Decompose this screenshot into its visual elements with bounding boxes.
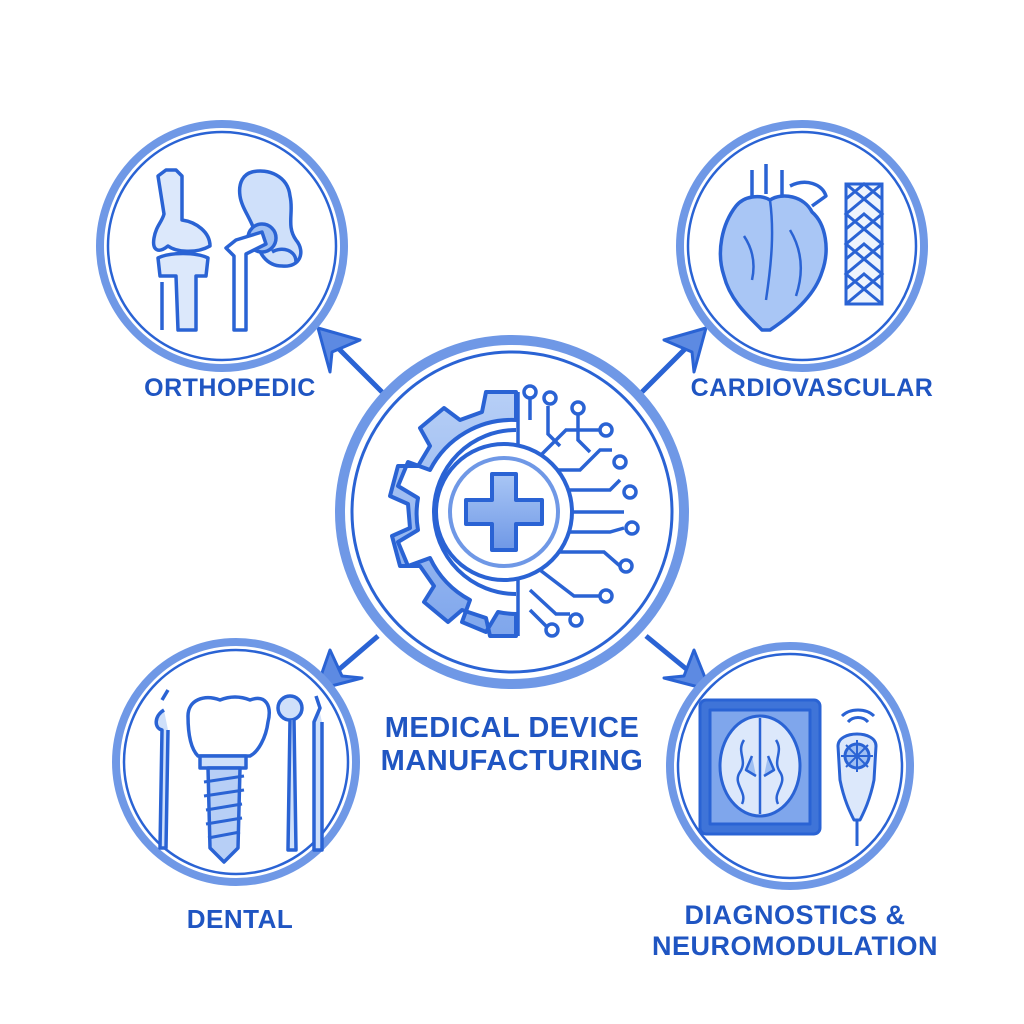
arrow-to-cardiovascular bbox=[640, 326, 708, 394]
hub-node bbox=[335, 335, 689, 689]
medical-cross-icon bbox=[464, 472, 544, 552]
orthopedic-label-text: ORTHOPEDIC bbox=[144, 374, 316, 402]
hub-title-line1: MEDICAL DEVICE bbox=[384, 712, 640, 744]
dental-label: DENTAL bbox=[130, 904, 350, 935]
bone-joint-hip-implant-icon bbox=[151, 168, 303, 332]
neurostimulator-icon bbox=[836, 708, 878, 846]
heart-icon bbox=[718, 164, 828, 332]
diagnostics-label-line1: DIAGNOSTICS & bbox=[684, 900, 906, 930]
cardiovascular-label: CARDIOVASCULAR bbox=[672, 374, 952, 403]
cardiovascular-node bbox=[676, 120, 928, 372]
diagnostics-label: DIAGNOSTICS & NEUROMODULATION bbox=[640, 900, 950, 962]
gear-circuit-medical-cross-icon bbox=[388, 384, 640, 638]
brain-scan-icon bbox=[698, 698, 822, 836]
stent-icon bbox=[843, 182, 885, 306]
orthopedic-node bbox=[96, 120, 348, 372]
hub-title: MEDICAL DEVICE MANUFACTURING bbox=[352, 712, 672, 779]
dental-node bbox=[112, 638, 360, 886]
connector-arrows bbox=[314, 326, 712, 692]
cardiovascular-label-text: CARDIOVASCULAR bbox=[690, 374, 934, 402]
arrow-to-orthopedic bbox=[316, 326, 384, 394]
tooth-implant-tools-icon bbox=[154, 689, 324, 864]
diagnostics-node bbox=[666, 642, 914, 890]
orthopedic-label: ORTHOPEDIC bbox=[110, 374, 350, 403]
hub-title-line2: MANUFACTURING bbox=[380, 745, 644, 778]
diagnostics-label-line2: NEUROMODULATION bbox=[652, 931, 938, 962]
arrow-to-diagnostics bbox=[644, 634, 712, 692]
dental-label-text: DENTAL bbox=[186, 904, 294, 934]
